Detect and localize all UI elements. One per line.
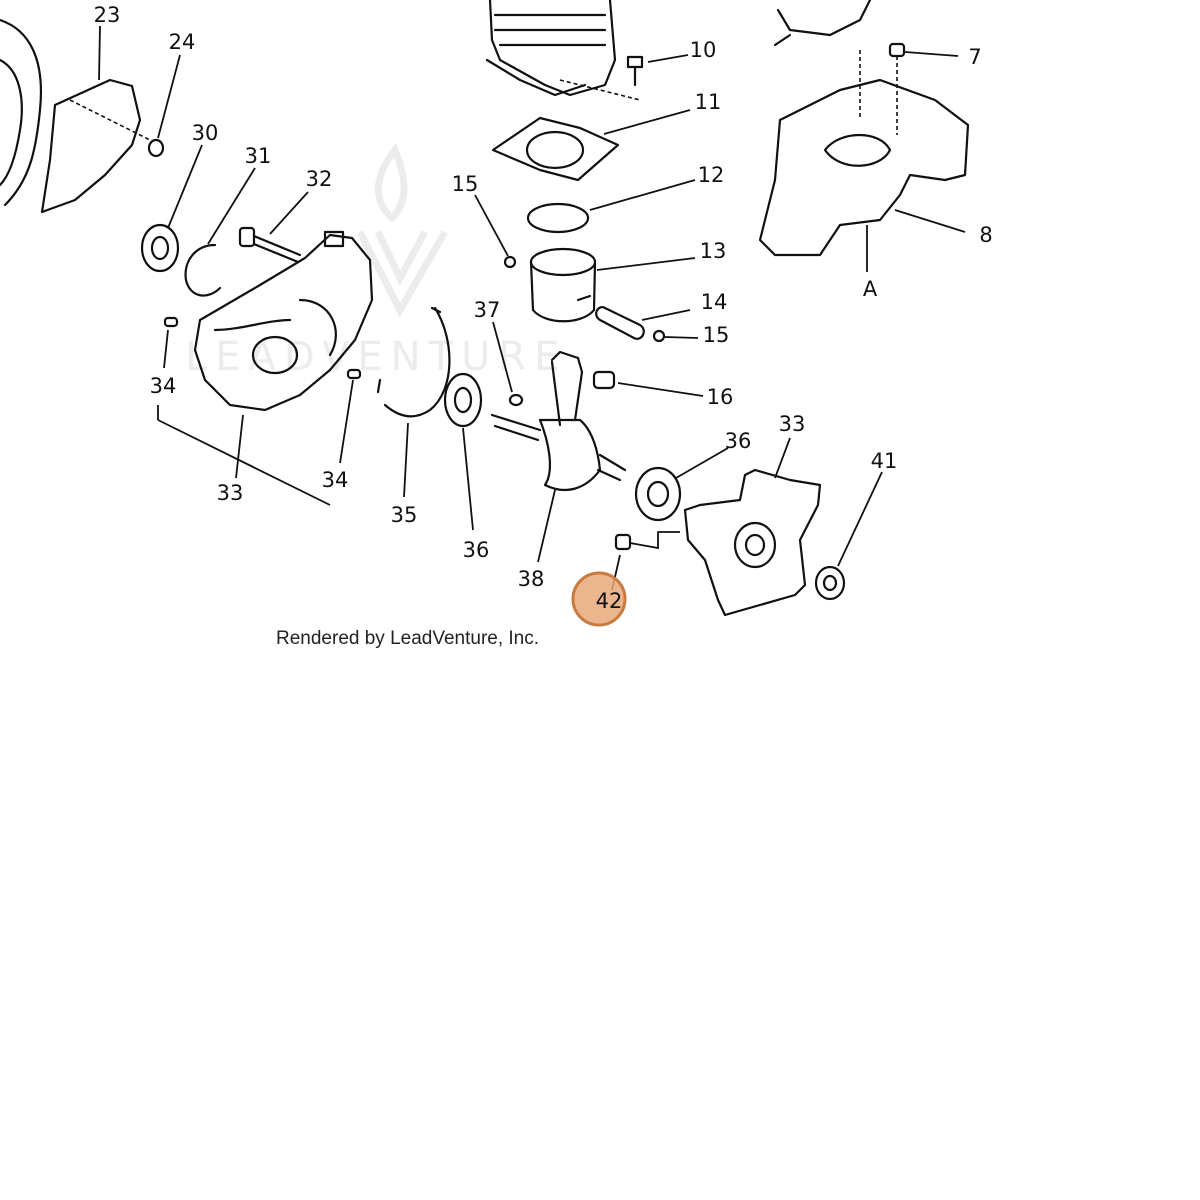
part-8-shroud xyxy=(758,50,970,257)
callout-42[interactable]: 42 xyxy=(596,589,623,613)
callout-8[interactable]: 8 xyxy=(979,223,992,247)
part-33-crankcase-left xyxy=(193,230,374,412)
highlight-circle[interactable] xyxy=(571,571,627,627)
part-10-bolt xyxy=(559,55,644,101)
part-24-screw xyxy=(147,138,165,158)
callout-41[interactable]: 41 xyxy=(871,449,898,473)
callout-13[interactable]: 13 xyxy=(700,239,727,263)
part-38-crankshaft xyxy=(490,350,627,492)
callout-12[interactable]: 12 xyxy=(698,163,725,187)
highlighted-callout-42[interactable]: 42 xyxy=(571,571,627,627)
callout-23[interactable]: 23 xyxy=(94,3,121,27)
part-30-seal xyxy=(140,223,180,273)
callout-34-right[interactable]: 34 xyxy=(322,468,349,492)
part-42-bolt xyxy=(614,531,680,551)
part-14-piston-pin xyxy=(595,306,645,340)
part-23-housing xyxy=(0,18,151,214)
part-12-piston-ring xyxy=(526,202,590,234)
leadventure-watermark: LEADVENTURE xyxy=(185,143,567,380)
part-15-clips xyxy=(503,255,666,343)
callout-35[interactable]: 35 xyxy=(391,503,418,527)
part-41-seal xyxy=(814,565,846,601)
part-11-gasket xyxy=(491,116,620,182)
svg-text:LEADVENTURE: LEADVENTURE xyxy=(185,334,567,380)
part-13-piston xyxy=(529,247,597,323)
leader-lines xyxy=(98,25,966,591)
part-33-crankcase-right xyxy=(683,468,822,617)
callout-32[interactable]: 32 xyxy=(306,167,333,191)
part-31-circlip xyxy=(184,243,222,297)
callout-15-upper[interactable]: 15 xyxy=(452,172,479,196)
callout-16[interactable]: 16 xyxy=(707,385,734,409)
callout-31[interactable]: 31 xyxy=(245,144,272,168)
render-credit: Rendered by LeadVenture, Inc. xyxy=(276,628,540,649)
callout-7[interactable]: 7 xyxy=(968,45,981,69)
callout-labels: 23 24 30 31 32 15 10 11 12 13 14 15 16 7… xyxy=(94,3,993,591)
part-32-bolt xyxy=(238,226,302,264)
part-34-dowels xyxy=(163,316,362,380)
callout-A[interactable]: A xyxy=(863,277,878,301)
top-bracket xyxy=(773,0,872,47)
callout-10[interactable]: 10 xyxy=(690,38,717,62)
callout-14[interactable]: 14 xyxy=(701,290,728,314)
part-36-bearing-right xyxy=(634,466,682,522)
callout-38[interactable]: 38 xyxy=(518,567,545,591)
part-35-gasket xyxy=(376,306,451,418)
callout-30[interactable]: 30 xyxy=(192,121,219,145)
callout-36-right[interactable]: 36 xyxy=(725,429,752,453)
callout-36-left[interactable]: 36 xyxy=(463,538,490,562)
callout-11[interactable]: 11 xyxy=(695,90,722,114)
callout-15-lower[interactable]: 15 xyxy=(703,323,730,347)
part-7-bolt xyxy=(888,42,906,135)
part-36-bearing-left xyxy=(443,372,483,428)
part-16-needle-bearing xyxy=(592,370,616,390)
cylinder xyxy=(485,0,617,97)
callout-24[interactable]: 24 xyxy=(169,30,196,54)
callout-34-left[interactable]: 34 xyxy=(150,374,177,398)
part-37-key xyxy=(508,393,524,407)
callout-37[interactable]: 37 xyxy=(474,298,501,322)
callout-33-left[interactable]: 33 xyxy=(217,481,244,505)
callout-33-right[interactable]: 33 xyxy=(779,412,806,436)
